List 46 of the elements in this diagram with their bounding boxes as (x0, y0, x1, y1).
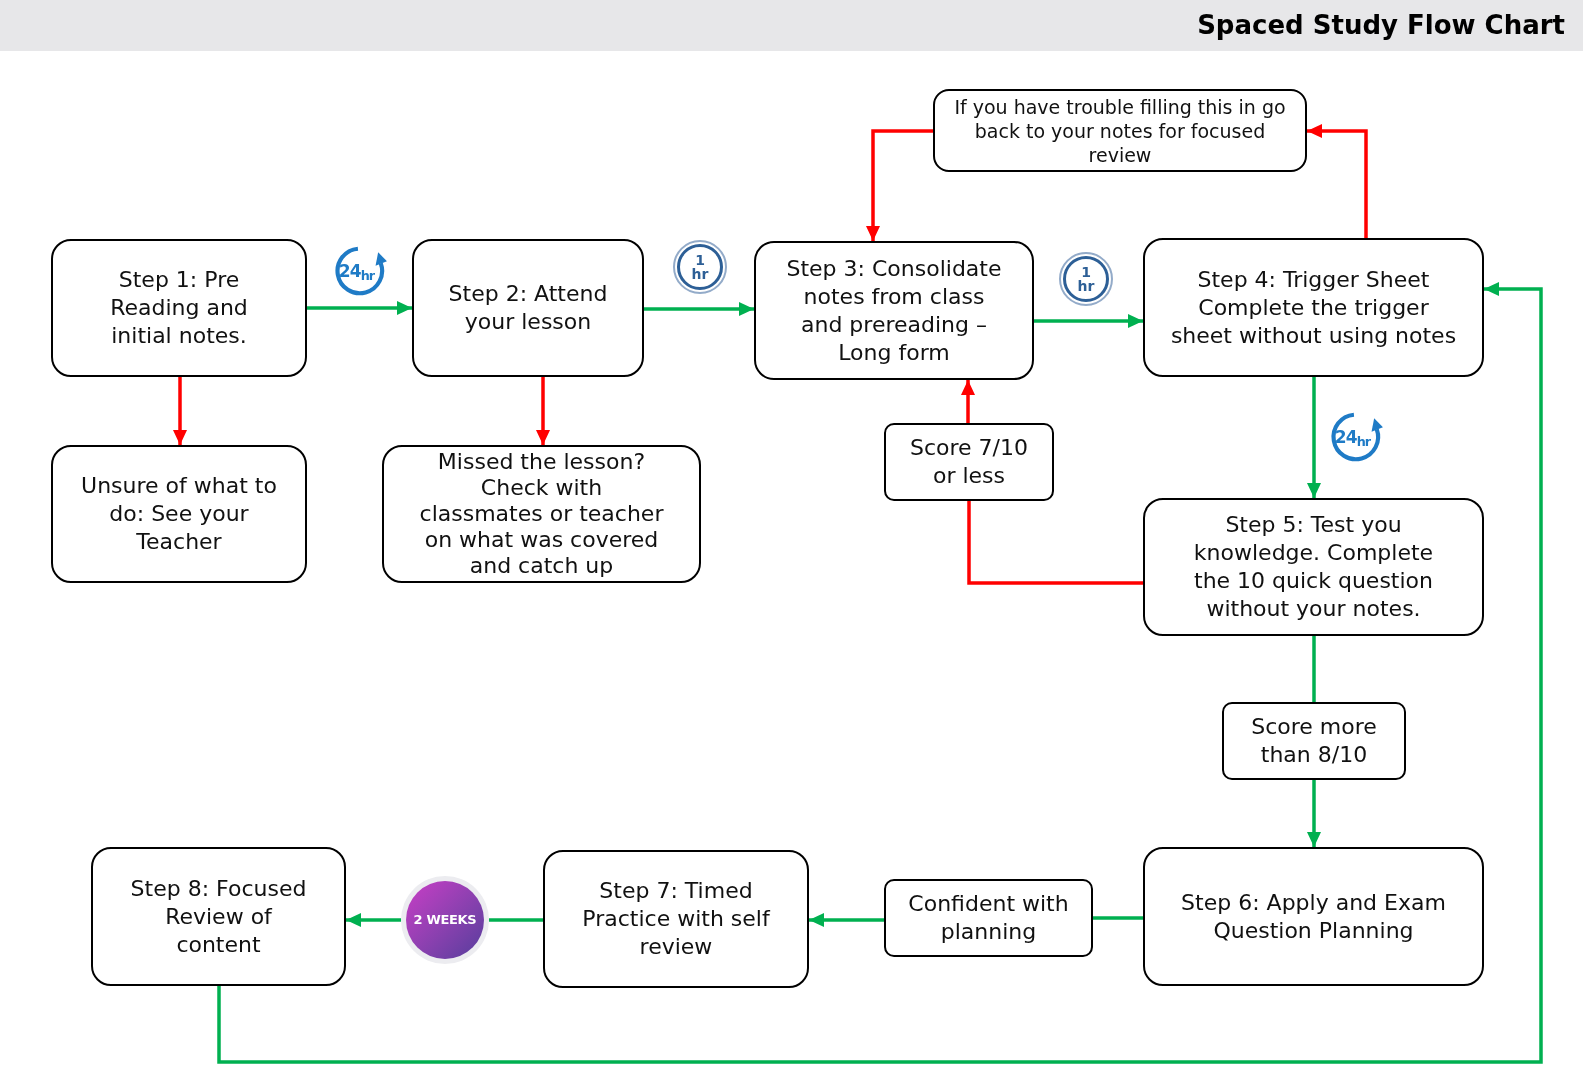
condition-box (1222, 702, 1406, 780)
condition-box (884, 423, 1054, 501)
box-text: If you have trouble filling this in go back to your notes for focused review (953, 94, 1287, 167)
box-text: Step 6: Apply and Exam Question Planning (1180, 888, 1447, 945)
arrow (1307, 377, 1321, 498)
box-text: Step 3: Consolidate notes from class and prereading – Long form (785, 254, 1003, 367)
arrow (961, 380, 975, 423)
arrow (1307, 780, 1321, 847)
page-title: Spaced Study Flow Chart (1197, 9, 1565, 41)
box-text: Step 2: Attend your lesson (447, 280, 609, 336)
process-box (412, 239, 644, 377)
box-text: Score more than 8/10 (1250, 713, 1378, 769)
arrow (1034, 314, 1143, 328)
arrow (346, 913, 401, 927)
timer-badge: 24$_{hr}$ (332, 243, 388, 299)
arrow (866, 129, 933, 241)
box-text: Step 5: Test you knowledge. Complete the 10 quick question without your notes. (1192, 511, 1435, 623)
box-text: Step 4: Trigger Sheet Complete the trigger sheet without using notes (1169, 265, 1458, 350)
process-box (1143, 498, 1484, 636)
arrow (307, 301, 412, 315)
badge-text: 2 WEEKS (413, 912, 477, 928)
timer-badge: 1 hr (673, 240, 727, 294)
condition-box (884, 879, 1093, 957)
box-text: Score 7/10 or less (909, 434, 1029, 490)
arrow (809, 913, 884, 927)
box-text: Missed the lesson? Check with classmates or teacher on what was covered and catch up (418, 449, 665, 579)
arrow (1307, 124, 1368, 238)
process-box (91, 847, 346, 986)
process-box (1143, 847, 1484, 986)
process-box (754, 241, 1034, 380)
process-box (51, 239, 307, 377)
note-box (933, 89, 1307, 172)
timer-badge: 24$_{hr}$ (1328, 409, 1384, 465)
box-text: Step 8: Focused Review of content (129, 874, 308, 959)
arrow (644, 302, 754, 316)
process-box (51, 445, 307, 583)
arrow (173, 377, 187, 445)
arrow (536, 377, 550, 445)
process-box (543, 850, 809, 988)
box-text: Step 7: Timed Practice with self review (581, 877, 772, 961)
box-text: Unsure of what to do: See your Teacher (80, 472, 278, 556)
box-text: Step 1: Pre Reading and initial notes. (109, 266, 249, 350)
box-text: Confident with planning (907, 890, 1070, 946)
timer-badge: 1 hr (1059, 252, 1113, 306)
process-box (1143, 238, 1484, 377)
process-box (382, 445, 701, 583)
